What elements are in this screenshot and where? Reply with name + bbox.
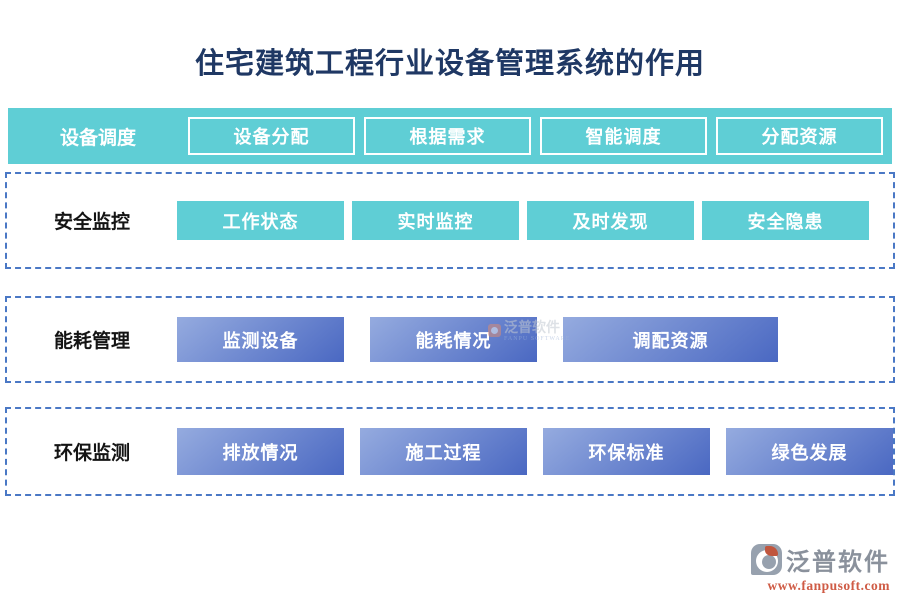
node-smart-dispatch: 智能调度: [540, 117, 707, 155]
brand-name: 泛普软件: [786, 550, 890, 576]
row-environmental-monitoring: 环保监测 排放情况 施工过程 环保标准 绿色发展: [5, 407, 895, 496]
row-label-safety-monitoring: 安全监控: [53, 212, 130, 233]
node-monitor-equipment: 监测设备: [177, 317, 344, 362]
website-link[interactable]: www.fanpusoft.com: [767, 578, 890, 593]
node-energy-usage: 能耗情况: [370, 317, 537, 362]
row-energy-management: 能耗管理 监测设备 能耗情况 调配资源: [5, 296, 895, 383]
footer-brand: 泛普软件 www.fanpusoft.com: [751, 542, 890, 594]
page-title: 住宅建筑工程行业设备管理系统的作用: [194, 48, 705, 80]
node-deploy-resources: 调配资源: [563, 317, 778, 362]
brand-line: 泛普软件: [751, 542, 890, 577]
logo-accent-shape: [765, 546, 778, 556]
node-emission-status: 排放情况: [177, 428, 344, 475]
node-device-allocation: 设备分配: [188, 117, 355, 155]
chips-environmental-monitoring: 排放情况 施工过程 环保标准 绿色发展: [177, 428, 893, 475]
node-based-on-demand: 根据需求: [364, 117, 531, 155]
node-green-development: 绿色发展: [726, 428, 893, 475]
row-equipment-dispatch: 设备调度 设备分配 根据需求 智能调度 分配资源: [8, 108, 892, 164]
row-label-equipment-dispatch: 设备调度: [59, 127, 136, 149]
node-environmental-standards: 环保标准: [543, 428, 710, 475]
node-allocate-resources: 分配资源: [716, 117, 883, 155]
chips-safety-monitoring: 工作状态 实时监控 及时发现 安全隐患: [177, 201, 869, 240]
fanpu-logo-icon: [751, 544, 782, 575]
node-realtime-monitoring: 实时监控: [352, 201, 519, 240]
row-label-energy-management: 能耗管理: [53, 331, 130, 352]
node-construction-process: 施工过程: [360, 428, 527, 475]
row-label-environmental-monitoring: 环保监测: [53, 443, 130, 464]
chips-equipment-dispatch: 设备分配 根据需求 智能调度 分配资源: [188, 117, 883, 155]
node-work-status: 工作状态: [177, 201, 344, 240]
node-timely-detection: 及时发现: [527, 201, 694, 240]
row-safety-monitoring: 安全监控 工作状态 实时监控 及时发现 安全隐患: [5, 172, 895, 269]
chips-energy-management: 监测设备 能耗情况 调配资源: [177, 317, 778, 362]
node-safety-hazards: 安全隐患: [702, 201, 869, 240]
